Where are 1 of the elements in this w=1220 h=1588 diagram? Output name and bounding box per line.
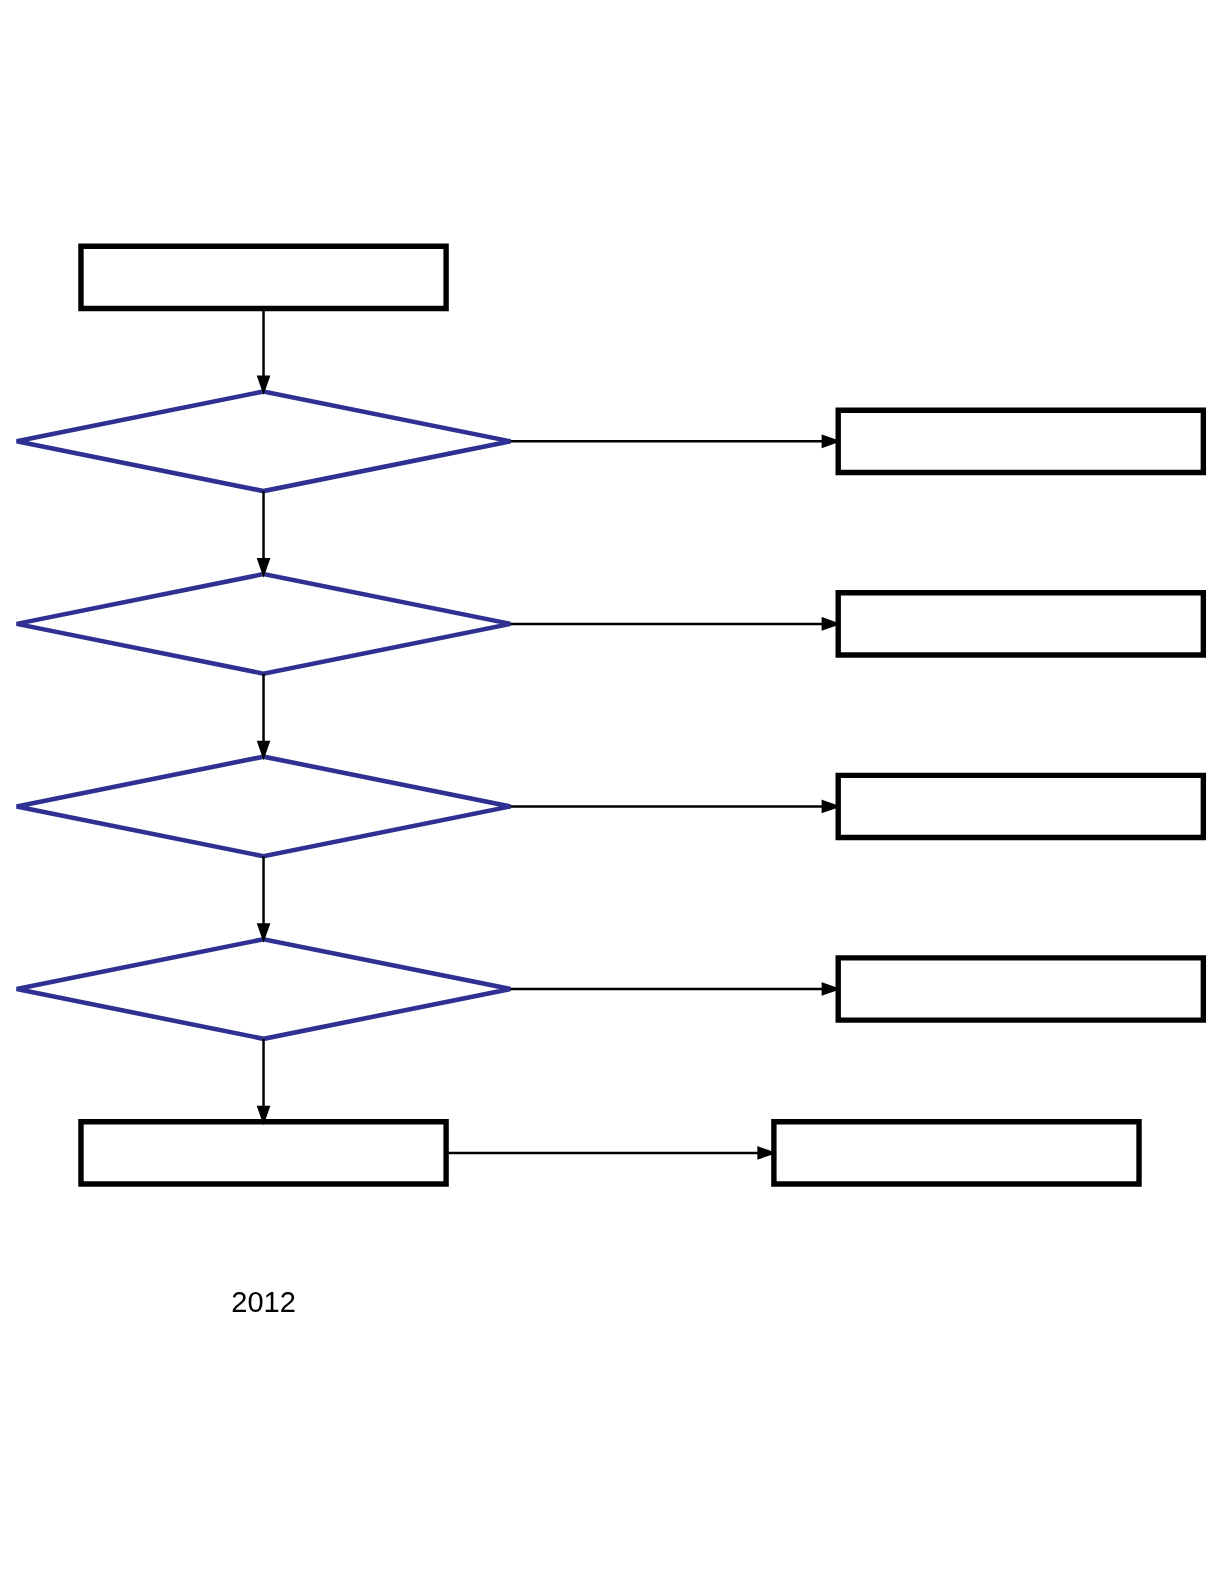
label: 2012 <box>231 1286 296 1319</box>
